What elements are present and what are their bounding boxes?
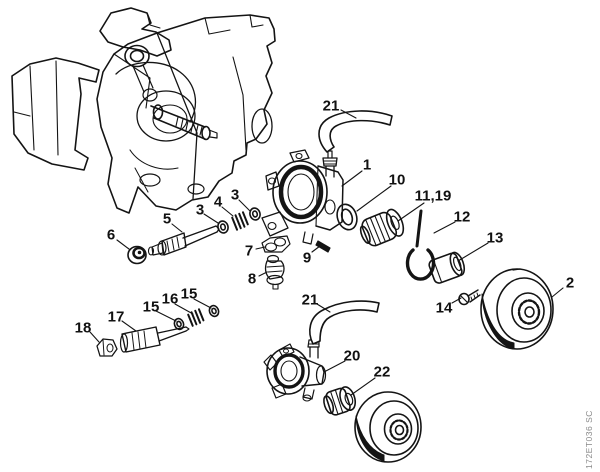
callout-6: 6 <box>107 227 115 244</box>
gasket-7 <box>261 235 291 253</box>
bushing-13 <box>428 251 466 284</box>
callout-22: 22 <box>374 364 391 381</box>
pump-drive-shaft-5 <box>147 225 220 256</box>
worm-gear-22 <box>323 386 357 416</box>
callout-12: 12 <box>454 209 471 226</box>
callout-21-top: 21 <box>323 98 340 115</box>
callout-10: 10 <box>389 172 406 189</box>
spring-16 <box>187 308 205 327</box>
oil-pump-assembly <box>261 149 344 245</box>
callout-3-left: 3 <box>196 202 204 219</box>
cap-18 <box>96 338 118 357</box>
pin-9 <box>315 240 331 253</box>
callout-16: 16 <box>162 291 179 308</box>
callout-14: 14 <box>436 300 453 317</box>
callout-17: 17 <box>108 309 125 326</box>
callout-7: 7 <box>245 243 253 260</box>
washer-10 <box>336 203 358 231</box>
washer-15-right <box>208 304 220 318</box>
grommet-6 <box>127 245 147 265</box>
callout-5: 5 <box>163 211 171 228</box>
callout-21-bottom: 21 <box>302 292 319 309</box>
callout-9: 9 <box>303 250 311 267</box>
oil-pump-20 <box>263 333 327 402</box>
washer-3-left <box>217 220 229 234</box>
spring-4 <box>231 211 249 231</box>
callout-18: 18 <box>75 320 92 337</box>
oil-hose-top <box>318 110 393 153</box>
valve-8 <box>264 254 285 290</box>
callout-15-right: 15 <box>181 286 198 303</box>
diagram-reference-code: 172ET036 SC <box>584 410 594 469</box>
callout-4: 4 <box>214 194 223 211</box>
callout-13: 13 <box>487 230 504 247</box>
oil-hose-bottom <box>309 300 380 345</box>
washer-15-left <box>173 317 185 331</box>
plunger-17 <box>119 326 190 353</box>
clutch-drum-top <box>480 268 554 350</box>
clutch-drum-bottom <box>354 391 422 463</box>
callout-3-right: 3 <box>231 187 239 204</box>
callout-2: 2 <box>566 275 574 292</box>
screw-14 <box>458 289 481 306</box>
callout-1: 1 <box>363 157 371 174</box>
callout-20: 20 <box>344 348 361 365</box>
worm-gear-11-19 <box>359 208 405 247</box>
callout-leader-lines <box>89 109 564 396</box>
callout-11-19: 11,19 <box>415 188 452 205</box>
washer-3-right <box>249 207 261 221</box>
callout-15-left: 15 <box>143 299 160 316</box>
crankcase-drawing <box>11 7 276 214</box>
callout-8: 8 <box>248 271 256 288</box>
